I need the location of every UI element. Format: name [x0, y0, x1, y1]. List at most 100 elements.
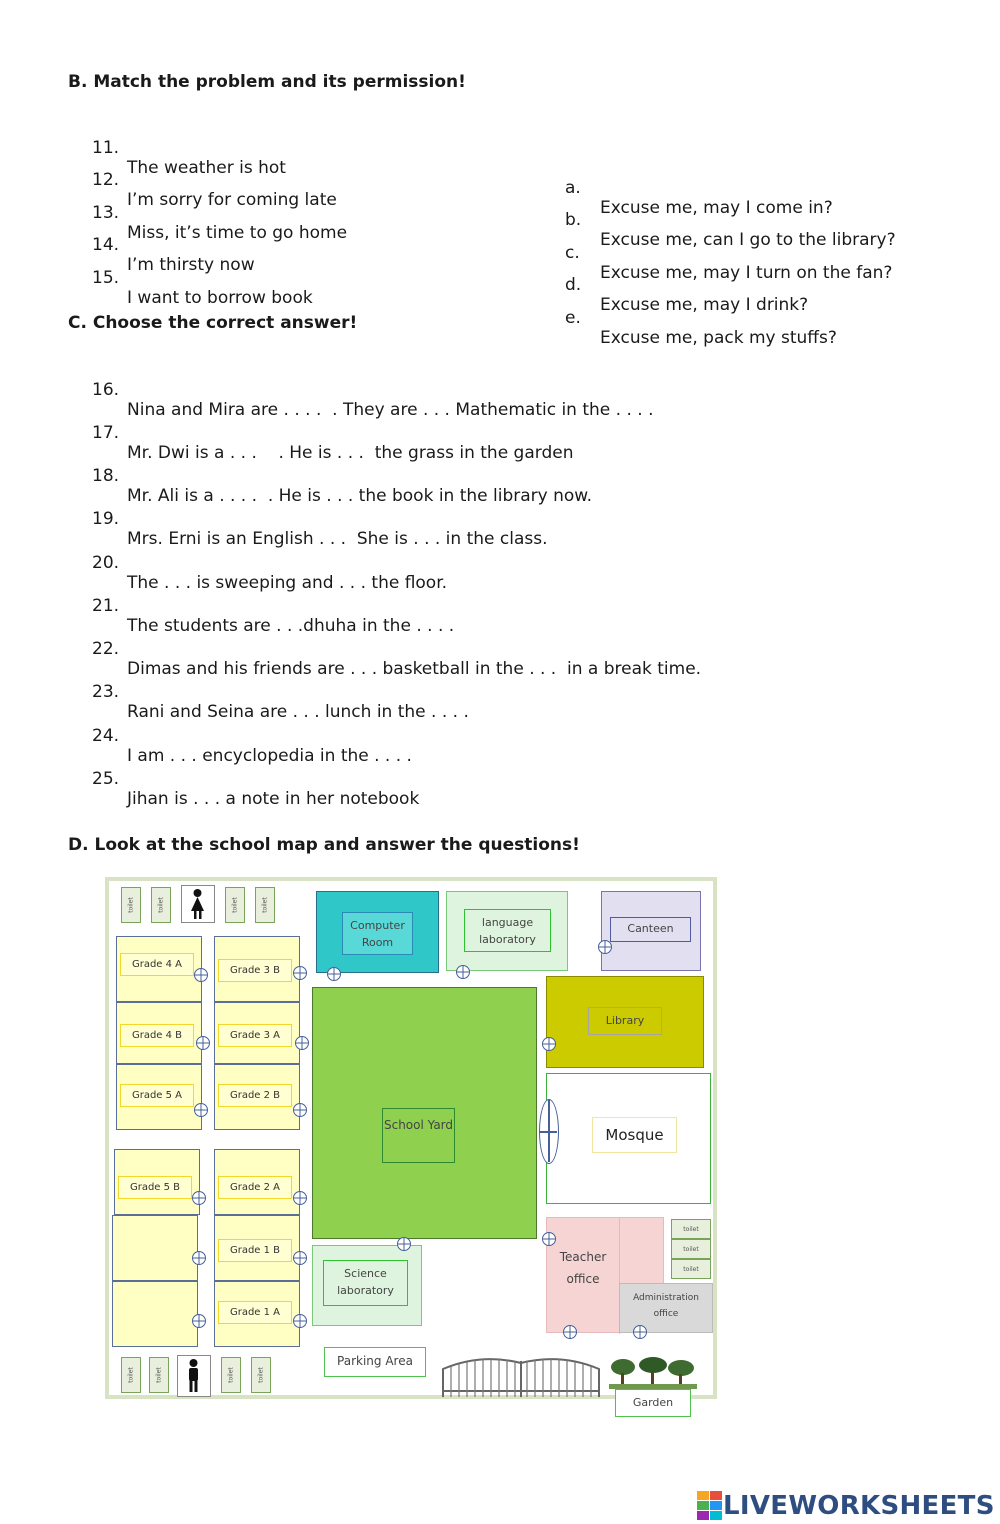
classroom: Grade 2 B [214, 1064, 300, 1130]
classroom-label: Grade 5 B [118, 1176, 192, 1199]
permission-text: Excuse me, may I turn on the fan? [600, 263, 893, 283]
permission-text: Excuse me, pack my stuffs? [600, 328, 837, 348]
classroom: Grade 4 B [116, 1002, 202, 1064]
item-number: 12. [92, 170, 120, 190]
problem-text: I want to borrow book [127, 288, 313, 308]
language-laboratory-label: language laboratory [464, 909, 551, 952]
door-icon [542, 1037, 556, 1051]
match-row: 14. I’m thirsty now d. Excuse me, may I … [0, 215, 1000, 315]
item-number: 11. [92, 138, 120, 158]
question-row: 22. Dimas and his friends are . . . bask… [0, 619, 1000, 679]
item-number: 21. [92, 596, 120, 616]
classroom-label: Grade 1 B [218, 1239, 292, 1262]
question-text: The . . . is sweeping and . . . the floo… [127, 573, 448, 593]
garden-trees-icon [609, 1355, 697, 1389]
door-icon [194, 1103, 208, 1117]
question-text: Jihan is . . . a note in her notebook [127, 789, 420, 809]
school-map: toilet toilet toilet toilet Grade 4 A Gr… [105, 877, 717, 1417]
door-icon [194, 968, 208, 982]
liveworksheets-logo: LIVEWORKSHEETS [697, 1489, 995, 1523]
item-number: 24. [92, 726, 120, 746]
question-row: 19. Mrs. Erni is an English . . . She is… [0, 489, 1000, 549]
item-number: 17. [92, 423, 120, 443]
door-icon [397, 1237, 411, 1251]
gate-icon [441, 1351, 601, 1399]
library-label: Library [588, 1007, 662, 1035]
match-row: 11. The weather is hot a. Excuse me, may… [0, 118, 1000, 218]
classroom-label: Grade 2 B [218, 1084, 292, 1107]
item-number: 23. [92, 682, 120, 702]
question-row: 24. I am . . . encyclopedia in the . . .… [0, 706, 1000, 766]
item-number: 13. [92, 203, 120, 223]
toilet: toilet [151, 887, 171, 923]
toilet: toilet [121, 887, 141, 923]
toilet: toilet [671, 1219, 711, 1239]
toilet: toilet [671, 1239, 711, 1259]
question-row: 18. Mr. Ali is a . . . . . He is . . . t… [0, 446, 1000, 506]
classroom-label: Grade 4 A [120, 953, 194, 976]
item-number: 22. [92, 639, 120, 659]
item-number: 14. [92, 235, 120, 255]
science-laboratory: Science laboratory [312, 1245, 422, 1326]
item-number: 15. [92, 268, 120, 288]
library: Library [546, 976, 704, 1068]
question-row: 20. The . . . is sweeping and . . . the … [0, 533, 1000, 593]
classroom-label: Grade 4 B [120, 1024, 194, 1047]
classroom: Grade 3 B [214, 936, 300, 1002]
science-laboratory-label: Science laboratory [323, 1260, 408, 1306]
problem-text: I’m sorry for coming late [127, 190, 337, 210]
problem-text: I’m thirsty now [127, 255, 255, 275]
male-icon [177, 1355, 211, 1397]
door-icon [542, 1232, 556, 1246]
question-text: I am . . . encyclopedia in the . . . . [127, 746, 412, 766]
canteen: Canteen [601, 891, 701, 971]
classroom: Grade 3 A [214, 1002, 300, 1064]
language-laboratory: language laboratory [446, 891, 568, 971]
question-row: 23. Rani and Seina are . . . lunch in th… [0, 662, 1000, 722]
section-c-heading: C. Choose the correct answer! [68, 313, 358, 333]
question-row: 17. Mr. Dwi is a . . . . He is . . . the… [0, 403, 1000, 463]
option-letter: c. [565, 243, 580, 263]
door-icon [293, 1103, 307, 1117]
computer-room-label: Computer Room [342, 912, 413, 955]
door-icon [539, 1099, 559, 1164]
question-row: 21. The students are . . .dhuha in the .… [0, 576, 1000, 636]
administration-office: Administration office [619, 1283, 713, 1333]
question-text: Nina and Mira are . . . . . They are . .… [127, 400, 654, 420]
computer-room: Computer Room [316, 891, 439, 973]
parking-area-label: Parking Area [324, 1347, 426, 1377]
door-icon [192, 1314, 206, 1328]
problem-text: The weather is hot [127, 158, 286, 178]
brand-icon [697, 1491, 722, 1520]
toilet: toilet [251, 1357, 271, 1393]
toilet: toilet [149, 1357, 169, 1393]
classroom-label: Grade 1 A [218, 1301, 292, 1324]
door-icon [196, 1036, 210, 1050]
door-icon [293, 1251, 307, 1265]
toilet: toilet [255, 887, 275, 923]
brand-name: LIVEWORKSHEETS [723, 1491, 995, 1521]
item-number: 25. [92, 769, 120, 789]
question-row: 25. Jihan is . . . a note in her noteboo… [0, 749, 1000, 809]
classroom: Grade 2 A [214, 1149, 300, 1215]
door-icon [293, 1191, 307, 1205]
section-d-heading: D. Look at the school map and answer the… [68, 835, 580, 855]
school-yard-label: School Yard [382, 1108, 455, 1163]
school-yard: School Yard [312, 987, 537, 1239]
door-icon [295, 1036, 309, 1050]
question-text: Rani and Seina are . . . lunch in the . … [127, 702, 469, 722]
classroom-label: Grade 3 A [218, 1024, 292, 1047]
question-text: Mr. Dwi is a . . . . He is . . . the gra… [127, 443, 574, 463]
classroom [112, 1281, 198, 1347]
teacher-office-label: Teacher office [559, 1250, 607, 1286]
match-row: 15. I want to borrow book e. Excuse me, … [0, 248, 1000, 348]
door-icon [456, 965, 470, 979]
option-letter: d. [565, 275, 582, 295]
permission-text: Excuse me, may I drink? [600, 295, 809, 315]
toilet: toilet [121, 1357, 141, 1393]
toilet: toilet [221, 1357, 241, 1393]
option-letter: b. [565, 210, 582, 230]
door-icon [598, 940, 612, 954]
mosque: Mosque [546, 1073, 711, 1204]
canteen-label: Canteen [610, 917, 691, 942]
